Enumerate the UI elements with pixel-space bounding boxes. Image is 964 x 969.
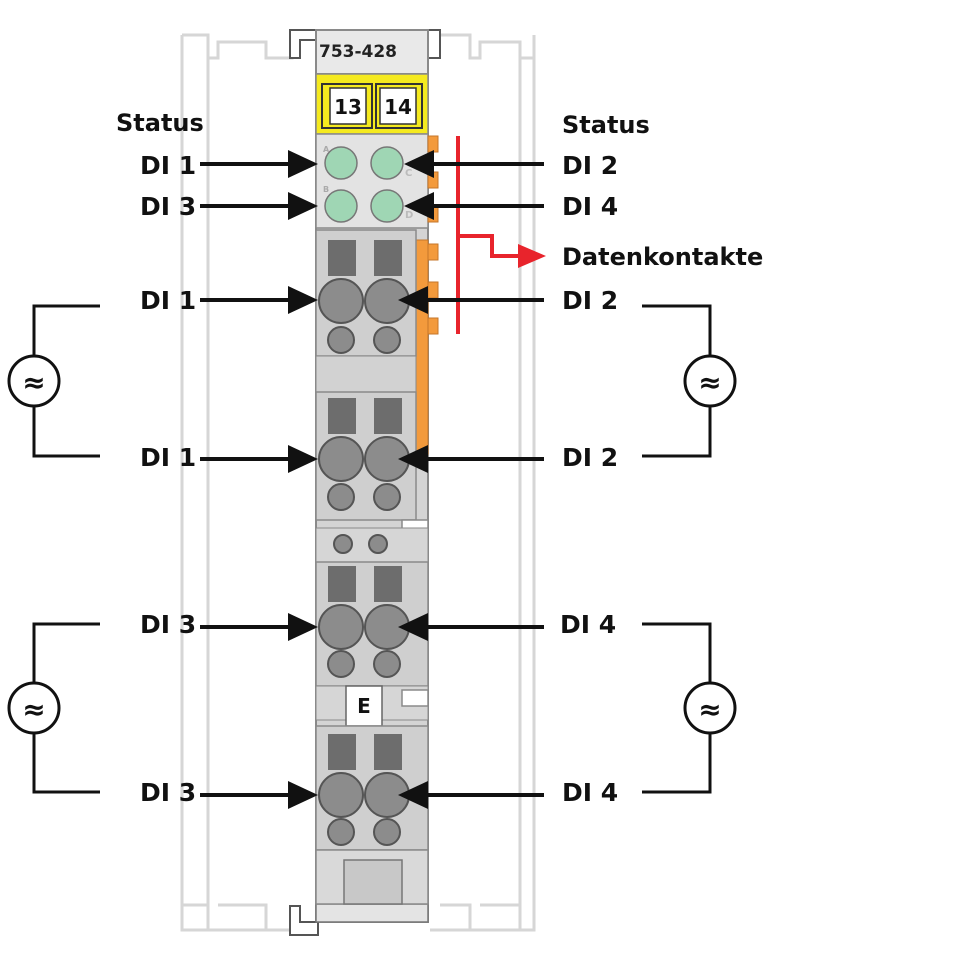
ac-symbol-right-2: ≈ bbox=[698, 693, 721, 726]
model-label-plate bbox=[315, 29, 429, 75]
ac-source-right-1: ≈ bbox=[683, 354, 737, 408]
status-label-left: Status bbox=[116, 109, 204, 137]
ac-symbol-left-2: ≈ bbox=[22, 693, 45, 726]
channel-number-14: 14 bbox=[384, 95, 412, 119]
led-label-di3: DI 3 bbox=[140, 192, 196, 221]
status-label-right: Status bbox=[562, 111, 650, 139]
model-number: 753-428 bbox=[319, 42, 397, 62]
arrowheads-left bbox=[288, 150, 318, 809]
ground-marker bbox=[345, 685, 383, 727]
led-di1 bbox=[324, 146, 358, 180]
arrowheads-right bbox=[398, 150, 434, 809]
neighbour-module-outlines bbox=[180, 33, 536, 932]
terminal-block-2 bbox=[315, 391, 417, 521]
arrows-right bbox=[424, 162, 544, 797]
led-letter-c: C bbox=[405, 168, 412, 179]
led-label-di2: DI 2 bbox=[562, 151, 618, 180]
terminal-label-right-3: DI 4 bbox=[560, 610, 616, 639]
channel-label-13 bbox=[329, 87, 367, 125]
ac-symbol-left-1: ≈ bbox=[22, 366, 45, 399]
ground-marker-letter: E bbox=[357, 694, 371, 718]
ac-source-left-2: ≈ bbox=[7, 681, 61, 735]
terminal-label-left-4: DI 3 bbox=[140, 778, 196, 807]
led-di4 bbox=[370, 189, 404, 223]
terminal-label-right-1: DI 2 bbox=[562, 286, 618, 315]
source-wiring-left bbox=[32, 304, 100, 794]
led-letter-b: B bbox=[323, 185, 329, 194]
channel-number-13: 13 bbox=[334, 95, 362, 119]
terminal-label-left-3: DI 3 bbox=[140, 610, 196, 639]
channel-label-14 bbox=[379, 87, 417, 125]
terminal-block-1 bbox=[315, 229, 417, 357]
data-contacts-label: Datenkontakte bbox=[562, 243, 763, 271]
arrows-left bbox=[200, 162, 292, 797]
ac-symbol-right-1: ≈ bbox=[698, 366, 721, 399]
ac-source-right-2: ≈ bbox=[683, 681, 737, 735]
ac-source-left-1: ≈ bbox=[7, 354, 61, 408]
led-letter-d: D bbox=[405, 210, 413, 221]
led-label-di4: DI 4 bbox=[562, 192, 618, 221]
release-lever bbox=[343, 859, 403, 905]
terminal-block-4 bbox=[315, 725, 429, 851]
terminal-label-right-2: DI 2 bbox=[562, 443, 618, 472]
source-wiring-right bbox=[642, 304, 712, 794]
led-letter-a: A bbox=[323, 145, 330, 154]
led-di2 bbox=[370, 146, 404, 180]
terminal-label-right-4: DI 4 bbox=[562, 778, 618, 807]
terminal-label-left-1: DI 1 bbox=[140, 286, 196, 315]
red-arrow-head bbox=[518, 244, 546, 268]
led-label-di1: DI 1 bbox=[140, 151, 196, 180]
led-di3 bbox=[324, 189, 358, 223]
module-housing: 753-428 13 14 A B C D bbox=[289, 29, 441, 936]
terminal-label-left-2: DI 1 bbox=[140, 443, 196, 472]
